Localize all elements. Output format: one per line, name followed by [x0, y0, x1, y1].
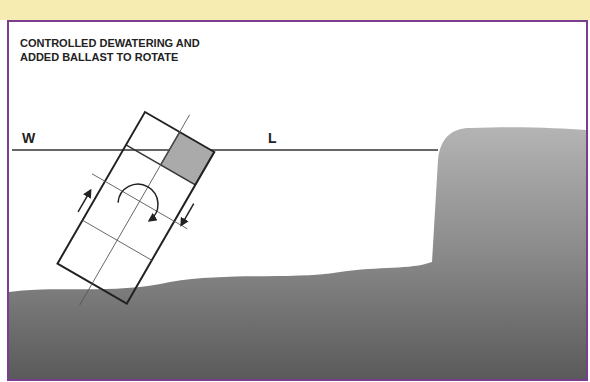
- caisson: [32, 87, 237, 333]
- title-note: CONTROLLED DEWATERING AND ADDED BALLAST …: [20, 36, 220, 64]
- frame: [8, 21, 587, 380]
- waterline: [12, 149, 438, 151]
- waterline-letter: L: [268, 130, 277, 146]
- top-band: [0, 0, 590, 20]
- seabed-and-cliff: [9, 127, 586, 379]
- waterline-letter: W: [22, 130, 35, 146]
